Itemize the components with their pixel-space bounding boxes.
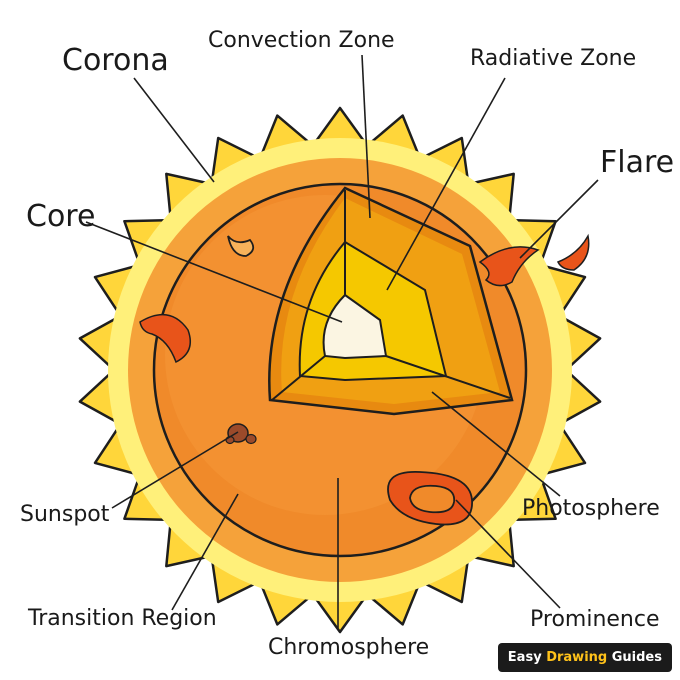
label-prominence: Prominence (530, 607, 660, 632)
label-corona: Corona (62, 43, 169, 78)
label-core: Core (26, 199, 96, 234)
core (322, 293, 388, 360)
surface-swirl (227, 235, 255, 257)
label-transition-region: Transition Region (28, 606, 217, 631)
leader-lines (85, 54, 599, 628)
label-sunspot: Sunspot (20, 502, 110, 527)
flare (478, 246, 540, 287)
label-photosphere: Photosphere (522, 496, 660, 521)
label-radiative-zone: Radiative Zone (470, 46, 637, 71)
cut-edge-2 (385, 355, 511, 399)
prominence (387, 471, 473, 526)
logo-word-drawing: Drawing (546, 650, 608, 665)
flare-arc (556, 233, 590, 271)
label-chromosphere: Chromosphere (268, 635, 430, 660)
logo-word-easy: Easy (507, 650, 542, 665)
logo-word-guides: Guides (611, 650, 662, 665)
sunspot-cluster (225, 423, 257, 445)
label-convection-zone: Convection Zone (208, 28, 395, 53)
easy-drawing-guides-logo: Easy Drawing Guides (497, 643, 672, 672)
cut-edge-3 (271, 355, 326, 401)
left-flare (139, 313, 191, 364)
label-flare: Flare (600, 145, 675, 180)
